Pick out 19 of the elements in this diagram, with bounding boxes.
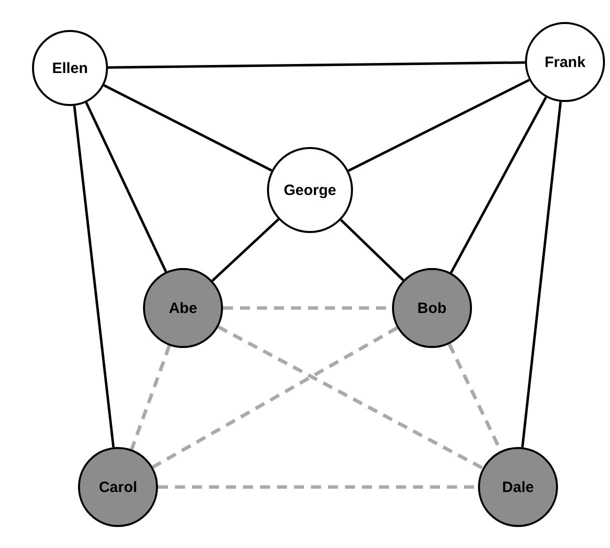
connector-line (348, 78, 530, 172)
connector-line (108, 61, 526, 69)
connector-line (211, 218, 280, 282)
person-name: Abe (168, 300, 198, 316)
person-name: Bob (417, 300, 447, 316)
person-name: Dale (502, 478, 534, 496)
connector-line (217, 325, 484, 470)
person-name: George (284, 182, 336, 198)
person-name: Ellen (52, 60, 88, 76)
connector-line (340, 219, 404, 282)
connector-line (450, 96, 548, 274)
person-name: Carol (98, 478, 138, 496)
connector-line (85, 102, 168, 272)
connector-line (130, 345, 171, 450)
connector-line (103, 84, 272, 172)
person-name: Frank (544, 54, 586, 70)
connector-line (73, 106, 115, 448)
connector-line (521, 102, 562, 448)
connector-line (152, 326, 398, 469)
